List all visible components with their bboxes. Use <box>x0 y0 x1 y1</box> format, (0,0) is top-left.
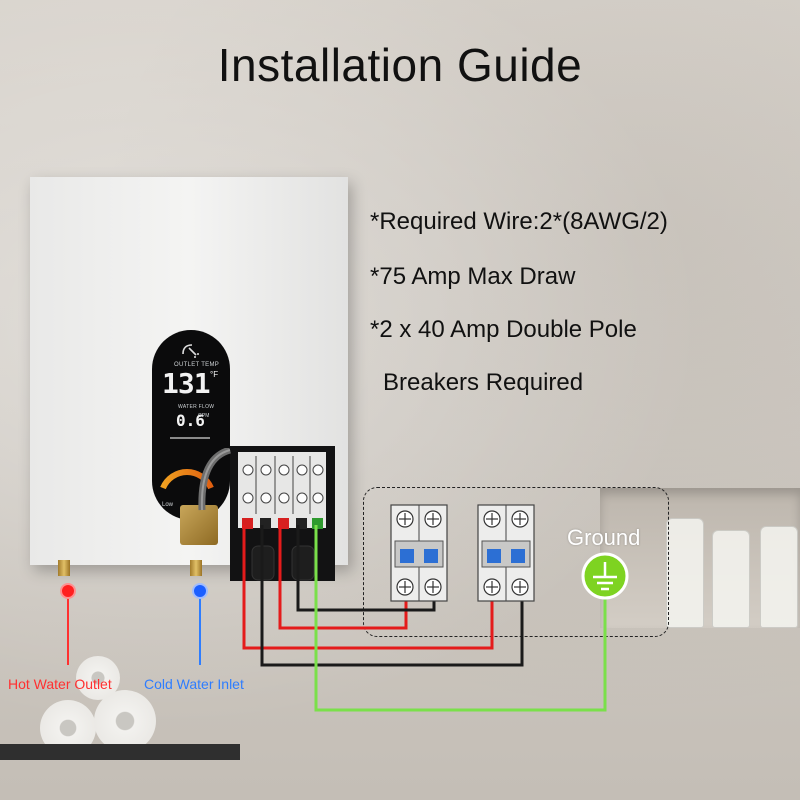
low-label: Low <box>162 502 174 508</box>
spec-required-wire: *Required Wire:2*(8AWG/2) <box>370 208 668 235</box>
soap-bottle <box>666 518 704 628</box>
soap-bottle <box>712 530 750 628</box>
shower-icon <box>182 344 199 358</box>
ground-label: Ground <box>567 525 641 550</box>
neutral-wire-1 <box>260 525 524 667</box>
terminal-block <box>238 452 326 528</box>
cold-dot-icon <box>192 583 208 599</box>
hot-water-outlet-label: Hot Water Outlet <box>8 676 112 692</box>
page-title: Installation Guide <box>217 39 583 91</box>
spec-breakers-required: Breakers Required <box>383 369 584 396</box>
breaker-icon <box>390 504 448 602</box>
bench <box>0 744 240 760</box>
temperature-readout: 131 <box>162 367 211 400</box>
hot-water-pipe <box>58 560 70 576</box>
ground-wire <box>314 525 607 712</box>
rolled-towel <box>76 656 120 700</box>
temperature-slider[interactable] <box>170 437 210 439</box>
spec-max-draw: *75 Amp Max Draw <box>370 263 576 290</box>
water-valve <box>180 505 218 545</box>
terminal-screws <box>242 456 324 529</box>
flow-unit: GPM <box>198 413 210 419</box>
water-flow-label: WATER FLOW <box>178 404 215 410</box>
flow-readout: 0.6 <box>176 411 205 430</box>
breaker-icon <box>477 504 535 602</box>
temperature-unit: °F <box>210 370 219 379</box>
cold-water-pipe <box>190 560 202 576</box>
live-wire-1 <box>242 525 494 650</box>
hot-dot-icon <box>60 583 76 599</box>
rolled-towel <box>94 690 156 752</box>
ground-symbol-icon <box>581 552 629 600</box>
spec-breakers: *2 x 40 Amp Double Pole <box>370 316 637 343</box>
flexible-conduit <box>198 448 232 511</box>
outlet-temp-label: OUTLET TEMP <box>174 362 220 368</box>
soap-bottle <box>760 526 798 628</box>
cold-water-inlet-label: Cold Water Inlet <box>144 676 244 692</box>
breaker-panel-outline <box>363 487 669 637</box>
